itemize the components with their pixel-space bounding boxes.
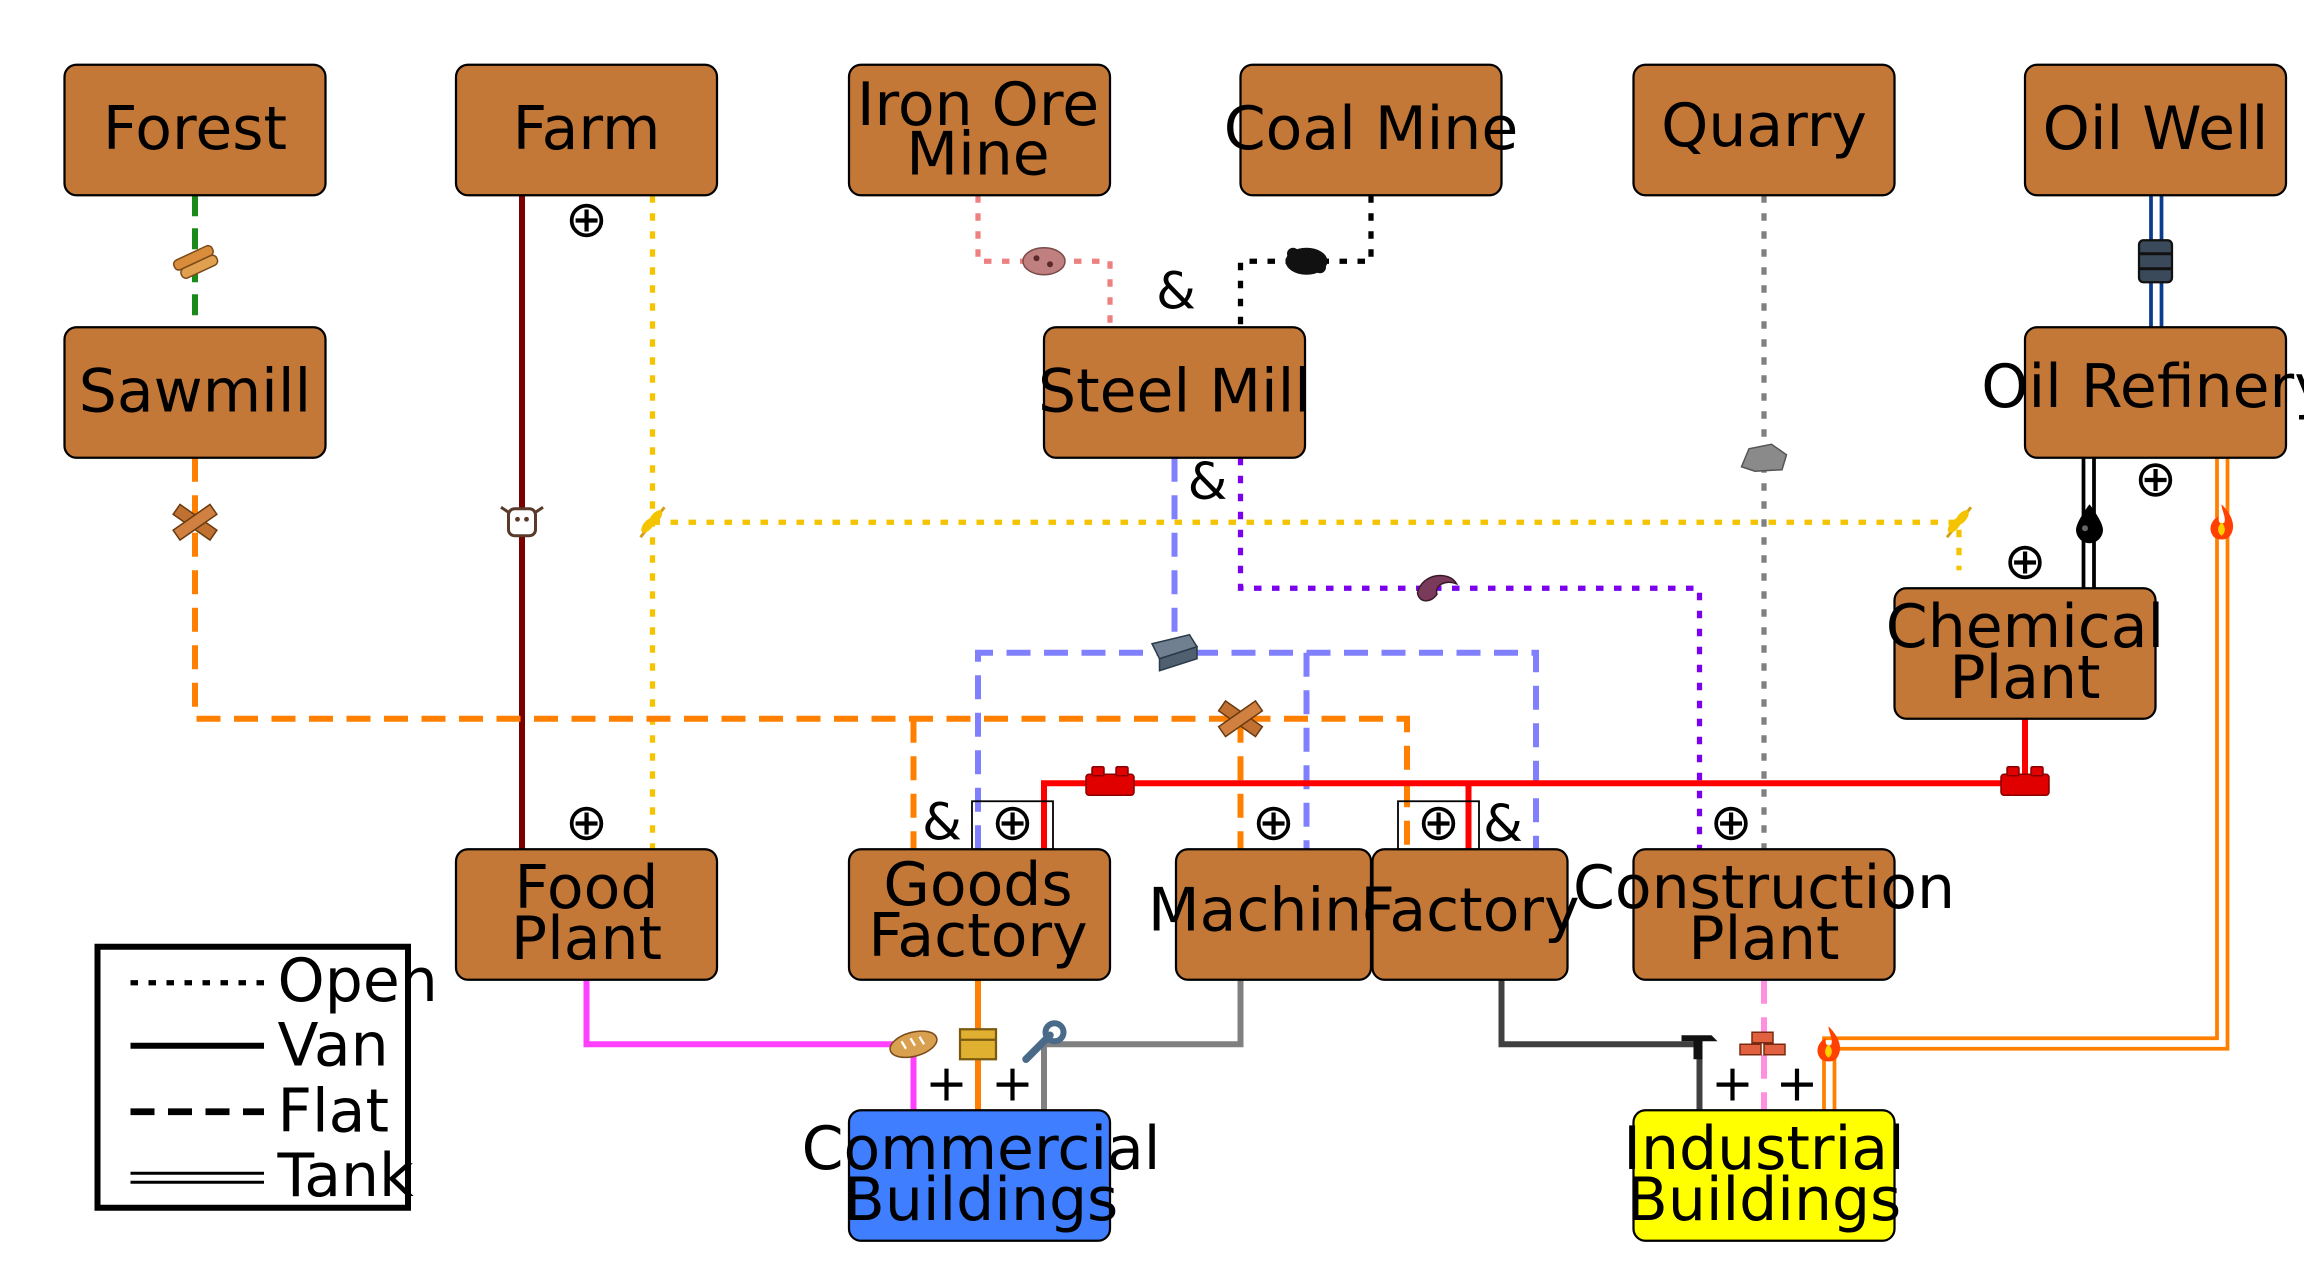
node-machine-label: Machine xyxy=(1148,875,1399,945)
edge-steel xyxy=(975,457,1539,850)
node-steel-mill[interactable]: Steel Mill xyxy=(1038,326,1311,459)
wrench-icon xyxy=(1022,1020,1067,1063)
and-symbol-steel-mill: & xyxy=(1156,262,1196,321)
edge-lumber xyxy=(192,457,1410,850)
plus-symbol-industrial-2: + xyxy=(1776,1054,1819,1113)
or-symbol-food-plant: ⊕ xyxy=(565,793,608,852)
oil-barrel-icon xyxy=(2137,239,2174,284)
node-oil-refinery[interactable]: Oil Refinery xyxy=(1981,326,2304,459)
legend-van-label: Van xyxy=(278,1010,389,1080)
legend-tank-label: Tank xyxy=(277,1141,415,1211)
node-commercial-buildings[interactable]: Commercial Buildings xyxy=(802,1109,1161,1242)
steel-beam-icon xyxy=(1150,633,1199,672)
edge-machine-parts xyxy=(1041,979,1244,1111)
node-food-plant-line1: Food xyxy=(515,853,659,923)
node-quarry-label: Quarry xyxy=(1661,91,1867,161)
or-symbol-machine: ⊕ xyxy=(1252,793,1295,852)
brick-icon xyxy=(2000,766,2050,796)
node-commercial-buildings-line2: Buildings xyxy=(844,1165,1119,1235)
bread-icon xyxy=(889,1030,938,1059)
node-construction-plant-line2: Plant xyxy=(1688,904,1839,974)
stone-icon xyxy=(1740,443,1788,473)
or-symbol-farm: ⊕ xyxy=(565,190,608,249)
plus-symbol-commercial-2: + xyxy=(991,1054,1034,1113)
oil-drop-icon xyxy=(2076,504,2103,544)
node-coal-mine-label: Coal Mine xyxy=(1224,94,1519,164)
or-symbol-goods-factory: ⊕ xyxy=(991,793,1034,852)
or-symbol-refinery: ⊕ xyxy=(2134,450,2177,509)
node-oil-well[interactable]: Oil Well xyxy=(2023,63,2288,197)
or-box-factory xyxy=(1397,800,1480,851)
node-industrial-buildings-line1: Industrial xyxy=(1623,1114,1904,1184)
node-chemical-plant-line2: Plant xyxy=(1949,643,2100,713)
node-factory-label: Factory xyxy=(1360,875,1579,945)
node-iron-ore-mine[interactable]: Iron Ore Mine xyxy=(847,63,1112,197)
lumber-icon xyxy=(1217,699,1264,738)
or-symbol-factory: ⊕ xyxy=(1417,793,1460,852)
node-construction-plant-line1: Construction xyxy=(1573,853,1955,923)
plus-symbol-commercial-1: + xyxy=(925,1054,968,1113)
node-goods-factory-line1: Goods xyxy=(883,850,1072,920)
node-forest[interactable]: Forest xyxy=(63,63,327,197)
node-food-plant[interactable]: Food Plant xyxy=(454,848,719,981)
node-chemical-plant[interactable]: Chemical Plant xyxy=(1886,587,2164,720)
edge-bricks xyxy=(1041,718,2028,850)
and-symbol-goods-factory: & xyxy=(922,793,962,852)
node-sawmill[interactable]: Sawmill xyxy=(63,326,327,459)
legend-open-label: Open xyxy=(278,946,438,1016)
log-icon xyxy=(172,244,219,280)
or-box-goods-factory xyxy=(971,800,1054,851)
node-iron-ore-mine-line2: Mine xyxy=(906,119,1049,189)
and-symbol-factory: & xyxy=(1483,795,1523,854)
node-goods-factory[interactable]: Goods Factory xyxy=(847,848,1112,981)
coal-icon xyxy=(1285,247,1328,275)
iron-ore-icon xyxy=(1022,247,1066,276)
or-symbol-construction-plant: ⊕ xyxy=(1710,793,1753,852)
wheat-icon xyxy=(639,506,666,539)
node-chemical-plant-line1: Chemical xyxy=(1886,592,2164,662)
node-industrial-buildings-line2: Buildings xyxy=(1627,1165,1902,1235)
edge-tools xyxy=(1498,979,1703,1111)
node-iron-ore-mine-line1: Iron Ore xyxy=(857,70,1099,140)
wheat-icon xyxy=(1945,506,1973,539)
fire-icon xyxy=(2210,504,2234,540)
tools-icon xyxy=(1681,1035,1718,1060)
lumber-icon xyxy=(172,503,218,542)
node-factory[interactable]: Factory xyxy=(1360,848,1580,981)
node-commercial-buildings-line1: Commercial xyxy=(802,1114,1161,1184)
edge-food xyxy=(583,979,917,1111)
and-symbol-steel-mill-out: & xyxy=(1188,453,1228,512)
node-machine[interactable]: Machine xyxy=(1148,848,1399,981)
edge-plastics xyxy=(1237,457,1703,850)
node-food-plant-line2: Plant xyxy=(511,904,662,974)
plus-symbol-industrial-1: + xyxy=(1711,1054,1754,1113)
node-goods-factory-line2: Factory xyxy=(868,901,1087,971)
node-quarry[interactable]: Quarry xyxy=(1632,63,1896,197)
node-sawmill-label: Sawmill xyxy=(79,356,311,426)
edge-fuel xyxy=(1822,457,2230,1111)
cow-icon xyxy=(500,506,544,538)
flame-icon xyxy=(1817,1026,1841,1062)
bricks-pile-icon xyxy=(1739,1031,1786,1056)
node-farm-label: Farm xyxy=(513,94,661,164)
plastic-icon xyxy=(1416,574,1459,602)
node-steel-mill-label: Steel Mill xyxy=(1038,356,1311,426)
node-industrial-buildings[interactable]: Industrial Buildings xyxy=(1623,1109,1905,1242)
node-coal-mine[interactable]: Coal Mine xyxy=(1224,63,1519,197)
node-oil-refinery-label: Oil Refinery xyxy=(1981,352,2304,422)
brick-icon xyxy=(1085,766,1135,796)
node-oil-well-label: Oil Well xyxy=(2043,94,2269,164)
legend-flat-label: Flat xyxy=(278,1076,389,1146)
node-forest-label: Forest xyxy=(103,94,287,164)
node-farm[interactable]: Farm xyxy=(454,63,719,197)
crate-icon xyxy=(958,1028,998,1061)
node-construction-plant[interactable]: Construction Plant xyxy=(1573,848,1955,981)
legend: Open Van Flat Tank xyxy=(94,943,438,1211)
or-symbol-chemical-plant: ⊕ xyxy=(2004,532,2047,591)
